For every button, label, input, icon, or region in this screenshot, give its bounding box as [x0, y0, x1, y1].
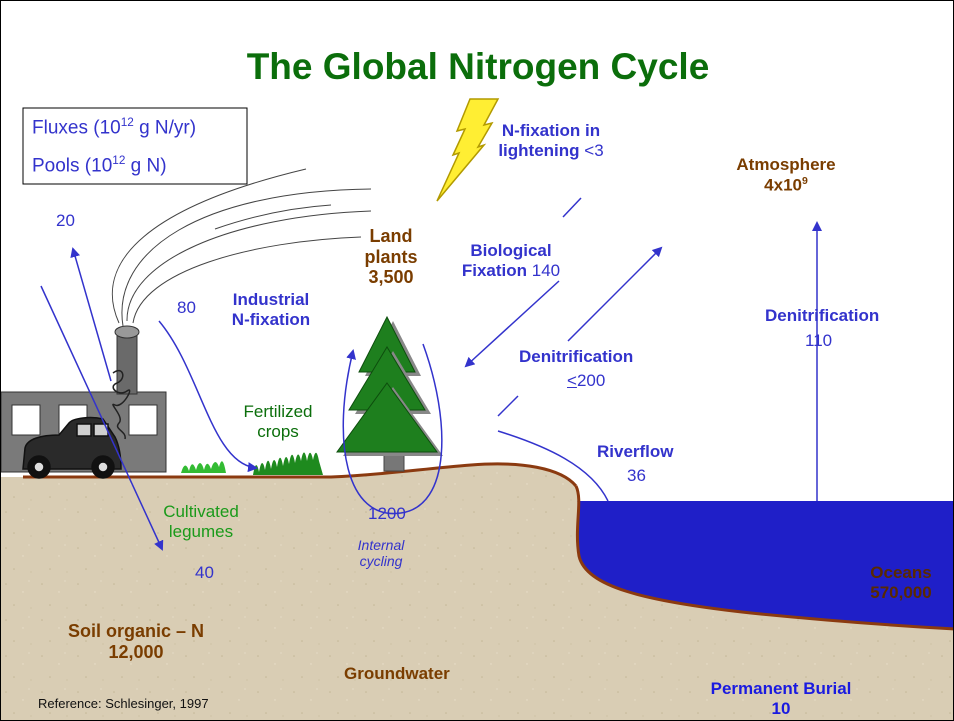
- arrow-biological-fixation: [464, 280, 560, 368]
- ocean-shore-line: [574, 485, 953, 631]
- biological-fixation-label: Biological Fixation 140: [461, 241, 561, 280]
- arrow-industrial-fixation: [158, 320, 258, 473]
- arrow-flux-20: [70, 247, 112, 382]
- exhaust-scribble: [112, 369, 131, 440]
- arrow-lightning-fixation: [562, 197, 582, 218]
- car: [22, 416, 122, 479]
- arrow-denitrification-land: [567, 246, 663, 342]
- land-plants-pool: Land plants 3,500: [364, 226, 418, 288]
- arrow-denitrification-land-tail: [497, 395, 519, 417]
- fertilized-crops-plants: [253, 452, 323, 475]
- groundwater-label: Groundwater: [344, 664, 450, 683]
- flux-arrows: [40, 197, 822, 551]
- oceans-pool: Oceans 570,000: [870, 563, 932, 602]
- riverflow-label: Riverflow: [597, 442, 674, 461]
- denitrification-land-label: Denitrification: [519, 347, 634, 366]
- soil-organic-pool: Soil organic – N 12,000: [67, 621, 205, 662]
- cultivated-legumes-label: Cultivated legumes: [163, 502, 239, 541]
- arrow-flux-40: [40, 285, 164, 551]
- permanent-burial-label: Permanent Burial 10: [710, 679, 852, 718]
- flux-80-value: 80: [177, 298, 196, 317]
- cultivated-legumes-plants: [181, 461, 226, 473]
- flux-20-value: 20: [56, 211, 75, 230]
- denitrification-land-value: <200: [567, 371, 606, 390]
- denitrification-ocean-label: Denitrification: [765, 306, 880, 325]
- internal-cycling-value: 1200: [368, 504, 406, 523]
- reference-citation: Reference: Schlesinger, 1997: [38, 696, 209, 711]
- tree: [336, 315, 443, 472]
- atmosphere-pool: Atmosphere 4x109: [736, 155, 836, 195]
- riverflow-value: 36: [627, 466, 646, 485]
- page-title: The Global Nitrogen Cycle: [246, 46, 710, 87]
- denitrification-ocean-value: 110: [805, 331, 833, 350]
- flux-40-value: 40: [195, 563, 214, 582]
- arrow-riverflow: [497, 430, 609, 502]
- industrial-fixation-label: Industrial N-fixation: [231, 290, 311, 329]
- legend-pools: Pools (1012 g N): [32, 154, 167, 177]
- n-fixation-lightning-label: N-fixation in lightening <3: [498, 121, 604, 160]
- legend-fluxes: Fluxes (1012 g N/yr): [32, 116, 197, 139]
- internal-cycling-label: Internal cycling: [357, 537, 405, 570]
- fertilized-crops-label: Fertilized crops: [243, 402, 313, 441]
- lightning-bolt: [436, 98, 500, 202]
- soil: [1, 463, 953, 720]
- ground-surface-line: [23, 462, 578, 488]
- ocean: [577, 501, 953, 629]
- smoke-plume: [111, 168, 372, 327]
- internal-cycling-loop: [342, 343, 443, 515]
- legend-box: [22, 107, 248, 185]
